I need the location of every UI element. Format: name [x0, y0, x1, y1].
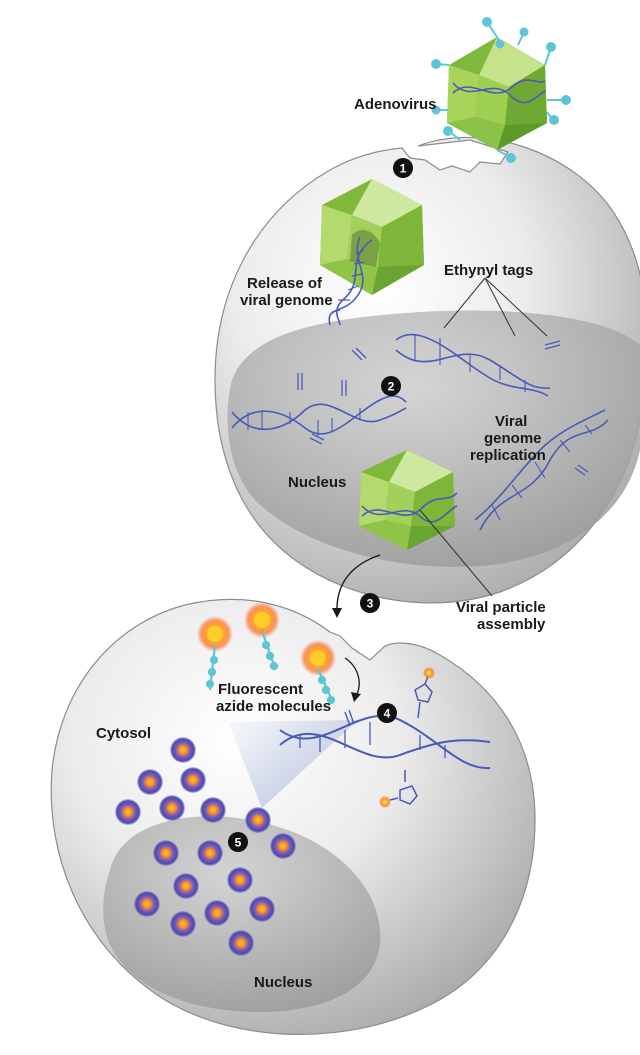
- entering-capsid-icon: [320, 179, 424, 295]
- label-release-line1: Release of: [247, 275, 323, 292]
- label-ethynyl-tags: Ethynyl tags: [444, 262, 533, 279]
- ethynyl-tag-pointer-lines: [443, 277, 548, 337]
- svg-text:3: 3: [367, 597, 374, 611]
- label-viral-line1: Viral: [495, 413, 527, 430]
- zoom-beam: [228, 720, 358, 808]
- step-marker-5: 5: [228, 832, 248, 852]
- labeled-dna-icon: [279, 675, 491, 805]
- label-release-line2: viral genome: [240, 292, 333, 309]
- label-particle-line1: Viral particle: [456, 599, 546, 616]
- step-marker-1: 1: [393, 158, 413, 178]
- step-marker-3: 3: [360, 593, 380, 613]
- step-marker-2: 2: [381, 376, 401, 396]
- lower-nucleus: [103, 816, 381, 1012]
- released-genome-dna-icon: [328, 236, 373, 326]
- label-nucleus-top: Nucleus: [288, 474, 346, 491]
- label-adenovirus: Adenovirus: [354, 96, 437, 113]
- label-fluor-line1: Fluorescent: [218, 681, 303, 698]
- svg-text:5: 5: [235, 836, 242, 850]
- labeled-dna-fluor-top: [423, 667, 435, 679]
- svg-text:4: 4: [384, 707, 391, 721]
- labeled-dna-fluor-bottom: [379, 796, 391, 808]
- label-cytosol: Cytosol: [96, 725, 151, 742]
- assembly-pointer-line: [419, 509, 493, 597]
- dna-helix-icon: [231, 333, 609, 531]
- step-marker-4: 4: [377, 703, 397, 723]
- label-particle-line2: assembly: [477, 616, 546, 633]
- label-fluor-line2: azide molecules: [216, 698, 331, 715]
- adenovirus-capsid-icon: [431, 17, 571, 163]
- label-viral-line2: genome: [484, 430, 542, 447]
- assembly-capsid-icon: [359, 450, 458, 550]
- fluorescent-azide-icon: [197, 602, 361, 705]
- label-nucleus-bottom: Nucleus: [254, 974, 312, 991]
- svg-text:2: 2: [388, 380, 395, 394]
- labeled-dna-dot-icon: [115, 737, 296, 956]
- label-viral-line3: replication: [470, 447, 546, 464]
- upper-nucleus: [227, 310, 640, 567]
- transfer-arrow: [332, 554, 381, 618]
- svg-text:1: 1: [400, 162, 407, 176]
